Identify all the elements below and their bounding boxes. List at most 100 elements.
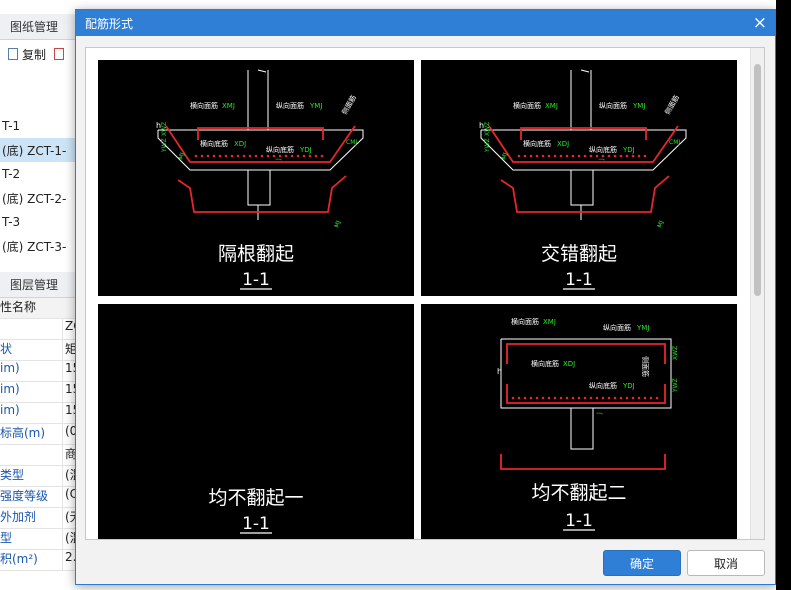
- bottom-rebar-dots: [254, 154, 258, 158]
- property-key: im): [0, 361, 20, 375]
- label-dim-xwz: XWZ: [672, 346, 679, 360]
- label-dim-mj: MJ: [500, 152, 509, 161]
- property-key: im): [0, 403, 20, 417]
- label-dim-mj: MJ: [177, 152, 186, 161]
- label-bottom-longitudinal: 纵向底筋: [589, 145, 617, 154]
- label-code-ymj: YMJ: [632, 102, 645, 110]
- bottom-rebar-dots: [541, 154, 545, 158]
- label-dim-mj-bottom: MJ: [656, 220, 665, 229]
- bottom-rebar-dots: [218, 154, 222, 158]
- bottom-rebar-dots: [529, 396, 533, 400]
- label-code-xdj: XDJ: [234, 140, 246, 148]
- delete-icon[interactable]: [54, 48, 65, 60]
- property-value: (0: [62, 424, 80, 444]
- bottom-rebar-dots: [278, 154, 282, 158]
- bottom-rebar-dots: [577, 154, 581, 158]
- property-row[interactable]: 强度等级(C: [0, 487, 80, 508]
- dialog-titlebar: 配筋形式 ×: [76, 10, 775, 36]
- bottom-rebar-dots: [643, 154, 647, 158]
- bottom-rebar-dots: [314, 154, 318, 158]
- bottom-rebar-dots: [649, 396, 653, 400]
- cancel-button[interactable]: 取消: [687, 550, 765, 576]
- dialog-title: 配筋形式: [85, 16, 134, 31]
- pier-outline: [570, 408, 594, 450]
- close-icon[interactable]: ×: [752, 12, 767, 33]
- property-row[interactable]: 标高(m) (0: [0, 424, 80, 445]
- label-code-cmj: CMJ: [346, 139, 357, 146]
- property-row[interactable]: 型(混: [0, 529, 80, 550]
- property-row[interactable]: im)15: [0, 361, 80, 382]
- label-top-longitudinal: 纵向面筋: [599, 101, 627, 110]
- label-bottom-transverse: 横向底筋: [531, 359, 559, 368]
- property-key: 积(m²): [0, 552, 38, 566]
- gallery-scrollbar[interactable]: [750, 48, 764, 539]
- property-key: 外加剂: [0, 510, 37, 524]
- label-dim-mj-bottom: MJ: [333, 220, 342, 229]
- tree-item[interactable]: T-3: [0, 210, 80, 234]
- option-name: 隔根翻起: [218, 243, 294, 265]
- property-key: 类型: [0, 468, 25, 482]
- label-dim-h: h: [479, 121, 484, 130]
- background-cad-canvas: [776, 0, 791, 590]
- bottom-rebar-dots: [559, 154, 563, 158]
- property-row[interactable]: im)15: [0, 382, 80, 403]
- bottom-rebar-dots: [571, 154, 575, 158]
- section-rebar: [500, 454, 666, 470]
- bottom-rebar-dots: [547, 154, 551, 158]
- tree-item[interactable]: (底) ZCT-2-: [0, 186, 80, 210]
- tree-item[interactable]: T-2: [0, 162, 80, 186]
- bottom-rebar-dots: [571, 396, 575, 400]
- bottom-rebar-dots: [290, 154, 294, 158]
- label-bottom-longitudinal: 纵向底筋: [266, 145, 294, 154]
- drawing-management-tab[interactable]: 图纸管理: [0, 14, 80, 40]
- property-row[interactable]: 外加剂(无: [0, 508, 80, 529]
- layer-management-tab[interactable]: 图层管理: [0, 272, 80, 298]
- label-dim-j: J: [275, 158, 282, 161]
- label-dim-j: J: [596, 412, 603, 415]
- label-side-rebar: 侧面筋: [663, 93, 681, 116]
- bottom-rebar-dots: [559, 396, 563, 400]
- label-code-cmj: CMJ: [669, 139, 680, 146]
- scrollbar-thumb[interactable]: [754, 64, 761, 296]
- bottom-rebar-dots: [583, 154, 587, 158]
- property-key: 强度等级: [0, 489, 49, 503]
- footing-outline: [480, 129, 687, 171]
- tree-item[interactable]: T-1: [0, 114, 80, 138]
- bottom-rebar-dots: [565, 154, 569, 158]
- label-code-ymj: YMJ: [636, 324, 649, 332]
- bottom-rebar: [165, 125, 356, 163]
- bottom-rebar-dots: [613, 396, 617, 400]
- option-name: 均不翻起二: [531, 482, 626, 504]
- section-rebar: [177, 175, 347, 213]
- label-dim-j: J: [598, 158, 605, 161]
- property-value: 商: [62, 445, 80, 465]
- option-section: 1-1: [565, 511, 593, 531]
- bottom-rebar-dots: [553, 154, 557, 158]
- bottom-rebar-dots: [601, 396, 605, 400]
- property-key: 标高(m): [0, 426, 46, 440]
- ok-button[interactable]: 确定: [603, 550, 681, 576]
- bottom-rebar-dots: [529, 154, 533, 158]
- property-row[interactable]: 积(m²)2.: [0, 550, 80, 571]
- label-dim-h: h: [156, 121, 161, 130]
- tree-item-selected[interactable]: (底) ZCT-1-: [0, 138, 80, 162]
- label-bottom-transverse: 横向底筋: [523, 139, 551, 148]
- top-rebar: [197, 127, 324, 140]
- tree-item[interactable]: (底) ZCT-3-: [0, 234, 80, 258]
- property-row[interactable]: 商: [0, 445, 80, 466]
- property-row[interactable]: 状矩: [0, 340, 80, 361]
- copy-button[interactable]: 复制: [22, 47, 47, 62]
- property-row[interactable]: 类型(混: [0, 466, 80, 487]
- property-row[interactable]: ZC: [0, 319, 80, 340]
- bottom-rebar-dots: [589, 396, 593, 400]
- property-value: 矩: [62, 340, 80, 360]
- property-row[interactable]: im)15: [0, 403, 80, 424]
- bottom-rebar-dots: [595, 154, 599, 158]
- copy-icon[interactable]: [8, 48, 18, 60]
